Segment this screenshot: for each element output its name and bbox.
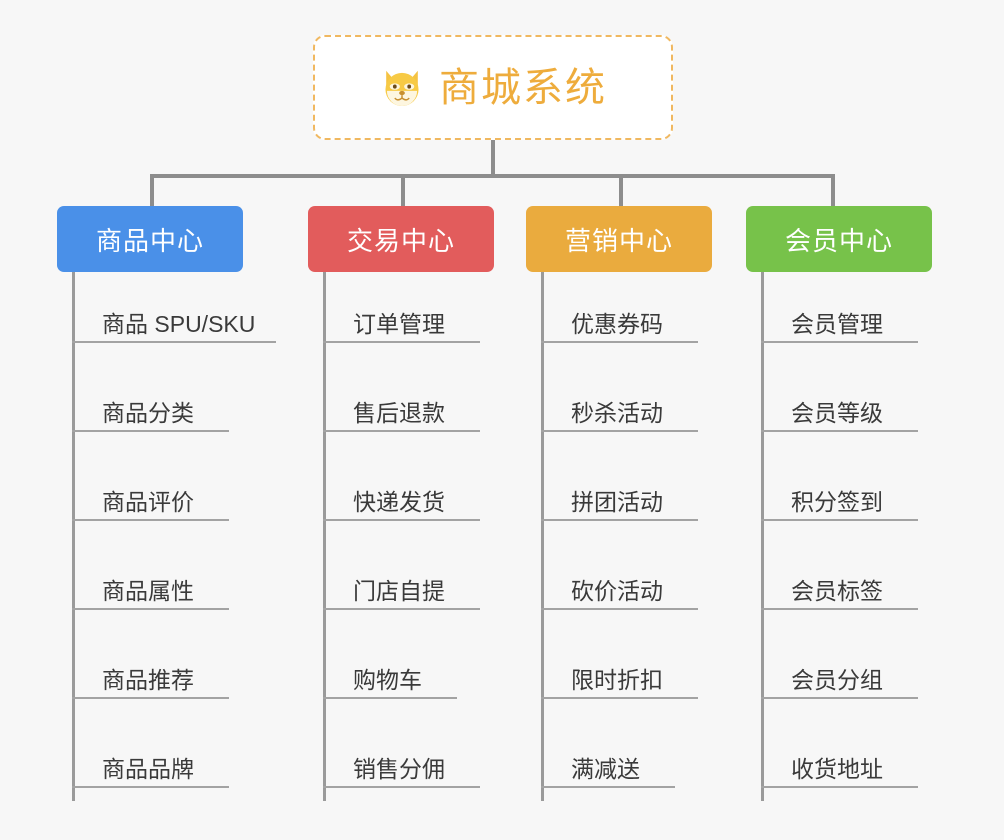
leaf-item[interactable]: 拼团活动 (541, 455, 698, 521)
leaf-item[interactable]: 优惠券码 (541, 277, 698, 343)
leaf-label: 拼团活动 (571, 488, 663, 515)
connector-drop-4 (831, 174, 835, 208)
root-node[interactable]: 商城系统 (313, 35, 673, 140)
leaf-label: 商品品牌 (102, 755, 194, 782)
leaf-label: 商品属性 (102, 577, 194, 604)
leaf-label: 会员标签 (791, 577, 883, 604)
connector-drop-2 (401, 174, 405, 208)
branch-trunk (761, 272, 764, 801)
leaf-label: 商品 SPU/SKU (102, 310, 256, 337)
leaf-item[interactable]: 门店自提 (323, 544, 480, 610)
root-title: 商城系统 (439, 65, 607, 110)
leaf-label: 会员管理 (791, 310, 883, 337)
leaf-item[interactable]: 积分签到 (761, 455, 918, 521)
leaf-label: 商品评价 (102, 488, 194, 515)
leaf-item[interactable]: 商品 SPU/SKU (72, 277, 276, 343)
category-box-2[interactable]: 交易中心 (308, 206, 494, 272)
leaf-item[interactable]: 售后退款 (323, 366, 480, 432)
connector-drop-1 (150, 174, 154, 208)
category-label: 会员中心 (784, 225, 893, 256)
category-label: 交易中心 (346, 225, 455, 256)
dog-face-icon (379, 65, 425, 111)
leaf-item[interactable]: 会员标签 (761, 544, 918, 610)
leaf-item[interactable]: 砍价活动 (541, 544, 698, 610)
leaf-label: 商品分类 (102, 399, 194, 426)
leaf-label: 会员分组 (791, 666, 883, 693)
connector-drop-3 (619, 174, 623, 208)
category-box-1[interactable]: 商品中心 (57, 206, 243, 272)
branch-trunk (323, 272, 326, 801)
leaf-item[interactable]: 销售分佣 (323, 722, 480, 788)
leaf-label: 售后退款 (353, 399, 445, 426)
leaf-label: 秒杀活动 (571, 399, 663, 426)
leaf-label: 积分签到 (791, 488, 883, 515)
category-label: 商品中心 (95, 225, 204, 256)
leaf-label: 满减送 (571, 755, 640, 782)
leaf-item[interactable]: 会员管理 (761, 277, 918, 343)
leaf-item[interactable]: 会员分组 (761, 633, 918, 699)
leaf-label: 销售分佣 (353, 755, 445, 782)
category-box-4[interactable]: 会员中心 (746, 206, 932, 272)
leaf-label: 购物车 (353, 666, 422, 693)
leaf-label: 订单管理 (353, 310, 445, 337)
leaf-item[interactable]: 会员等级 (761, 366, 918, 432)
leaf-item[interactable]: 限时折扣 (541, 633, 698, 699)
leaf-label: 门店自提 (353, 577, 445, 604)
leaf-item[interactable]: 购物车 (323, 633, 457, 699)
leaf-label: 会员等级 (791, 399, 883, 426)
leaf-label: 快递发货 (353, 488, 445, 515)
leaf-label: 限时折扣 (571, 666, 663, 693)
leaf-item[interactable]: 商品分类 (72, 366, 229, 432)
category-label: 营销中心 (564, 225, 673, 256)
leaf-item[interactable]: 快递发货 (323, 455, 480, 521)
leaf-item[interactable]: 收货地址 (761, 722, 918, 788)
leaf-item[interactable]: 满减送 (541, 722, 675, 788)
branch-trunk (541, 272, 544, 801)
leaf-label: 优惠券码 (571, 310, 663, 337)
leaf-item[interactable]: 订单管理 (323, 277, 480, 343)
leaf-label: 商品推荐 (102, 666, 194, 693)
leaf-item[interactable]: 商品推荐 (72, 633, 229, 699)
category-box-3[interactable]: 营销中心 (526, 206, 712, 272)
branch-trunk (72, 272, 75, 801)
leaf-item[interactable]: 商品评价 (72, 455, 229, 521)
leaf-label: 砍价活动 (571, 577, 663, 604)
leaf-item[interactable]: 商品品牌 (72, 722, 229, 788)
connector-horizontal-bus (150, 174, 835, 178)
leaf-item[interactable]: 秒杀活动 (541, 366, 698, 432)
connector-root-stem (491, 140, 495, 176)
leaf-label: 收货地址 (791, 755, 883, 782)
leaf-item[interactable]: 商品属性 (72, 544, 229, 610)
